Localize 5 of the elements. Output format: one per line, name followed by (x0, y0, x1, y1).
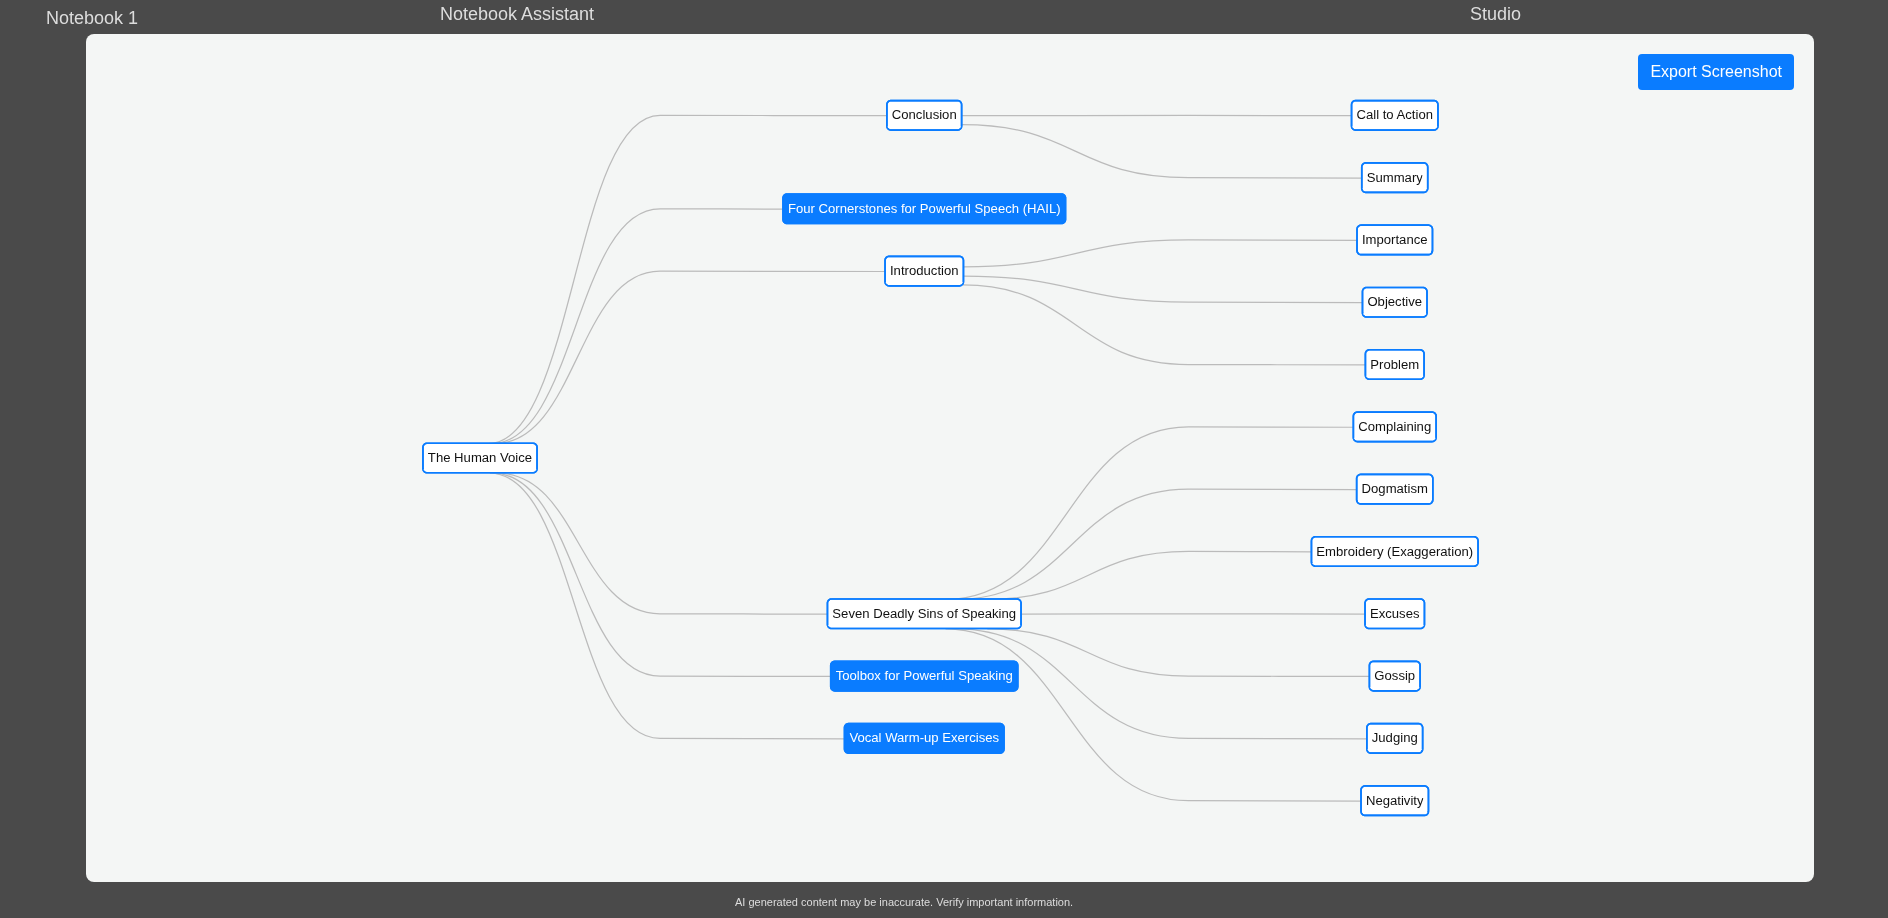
panel-heading: Notebook 1 (46, 8, 139, 29)
panel-heading: Studio (1470, 4, 1522, 25)
panel-heading: Notebook Assistant (440, 4, 595, 25)
disclaimer-text: AI generated content may be inaccurate. Verify important information. (735, 896, 1074, 908)
export-button: Export Screenshot (1638, 54, 1794, 90)
